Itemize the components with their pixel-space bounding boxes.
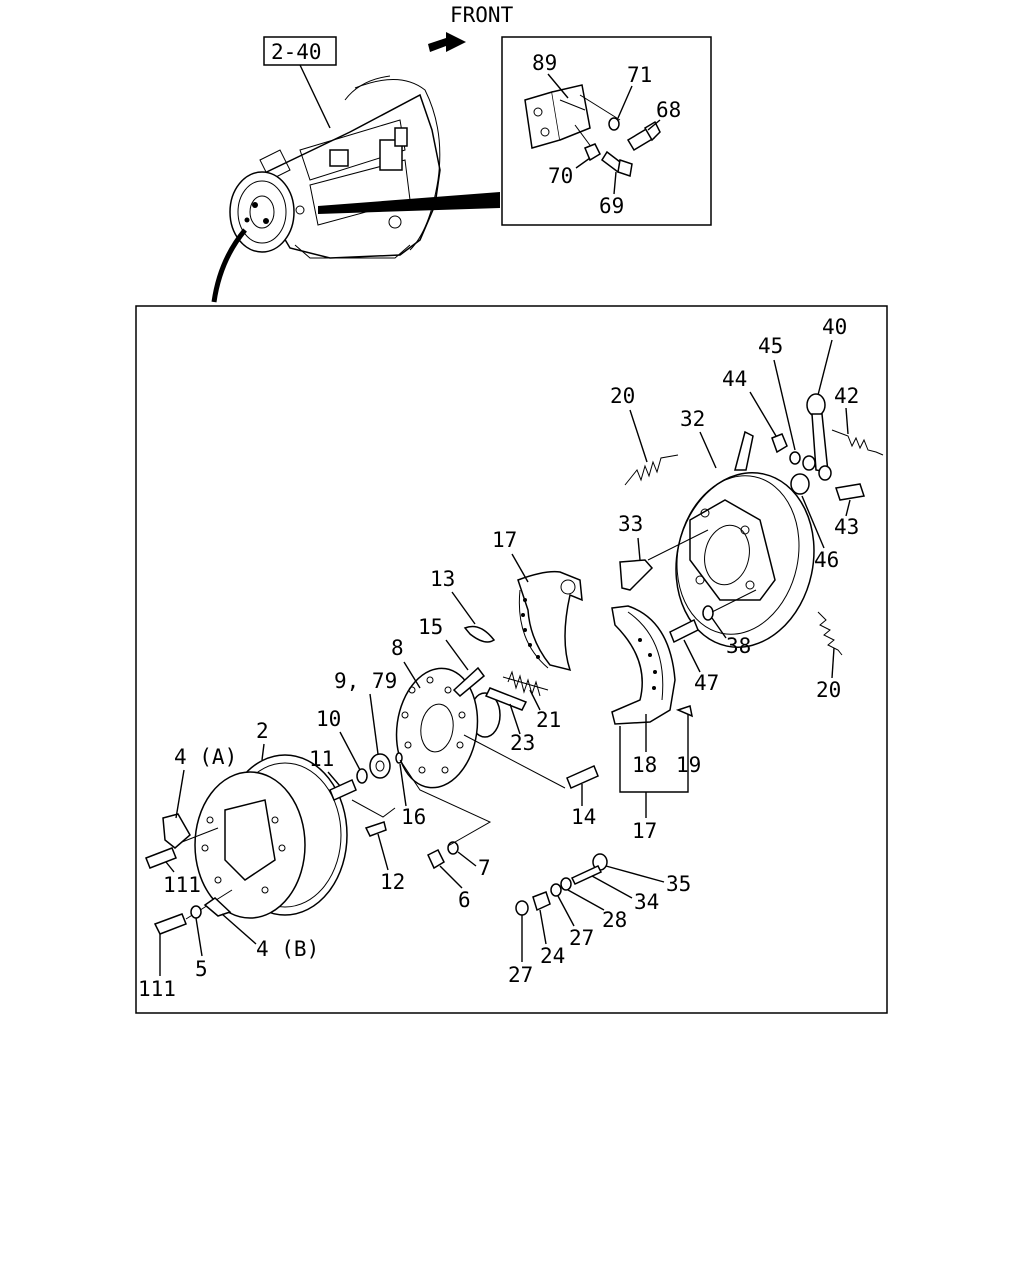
callout-17-upper: 17 — [492, 528, 517, 552]
rivet-19 — [675, 705, 694, 718]
callout-13: 13 — [430, 567, 455, 591]
washer-10 — [356, 768, 368, 784]
brake-shoe-lower — [611, 605, 676, 725]
bolt-47 — [669, 618, 699, 644]
nut-6 — [427, 848, 445, 870]
plate-4b — [203, 897, 232, 917]
callout-4a: 4 (A) — [174, 745, 237, 769]
washer-46 — [790, 473, 810, 495]
spring-42 — [831, 429, 884, 456]
callout-46: 46 — [814, 548, 839, 572]
bolt-14 — [566, 764, 599, 790]
callout-42: 42 — [834, 384, 859, 408]
callout-34: 34 — [634, 890, 659, 914]
washer-9-79 — [369, 753, 391, 779]
washer-7 — [447, 841, 459, 855]
callout-70: 70 — [548, 164, 573, 188]
callout-40: 40 — [822, 315, 847, 339]
washer-27-lower — [515, 900, 529, 916]
nut-70 — [584, 143, 601, 162]
callout-18: 18 — [632, 753, 657, 777]
callout-23: 23 — [510, 731, 535, 755]
callout-89: 89 — [532, 51, 557, 75]
brake-shoe-upper — [517, 570, 583, 672]
washer-28 — [560, 877, 572, 891]
spring-20-lower — [817, 611, 843, 656]
plate-4a — [162, 813, 191, 849]
callout-111-upper: 111 — [163, 873, 201, 897]
callout-33: 33 — [618, 512, 643, 536]
bolt-69 — [600, 150, 633, 177]
callout-2: 2 — [256, 719, 269, 743]
front-label: FRONT — [450, 3, 514, 27]
callout-20-upper: 20 — [610, 384, 635, 408]
bolt-15 — [452, 666, 486, 698]
callout-7: 7 — [478, 856, 491, 880]
bolt-68 — [626, 120, 661, 152]
callout-14: 14 — [571, 805, 596, 829]
callout-38: 38 — [726, 634, 751, 658]
callout-9-79: 9, 79 — [334, 669, 397, 693]
callout-71: 71 — [627, 63, 652, 87]
washer-38 — [702, 605, 714, 621]
bushing-24 — [532, 891, 551, 912]
callout-10: 10 — [316, 707, 341, 731]
callout-69: 69 — [599, 194, 624, 218]
spring-21 — [502, 670, 549, 697]
washer-45 — [789, 451, 801, 465]
spring-20-upper — [624, 454, 679, 486]
callout-11: 11 — [309, 747, 334, 771]
reference-box — [263, 36, 337, 66]
bolt-23 — [484, 687, 528, 711]
callout-111-lower: 111 — [138, 977, 176, 1001]
bolt-12 — [364, 821, 387, 837]
callout-8: 8 — [391, 636, 404, 660]
backing-plate — [675, 430, 815, 648]
callout-15: 15 — [418, 615, 443, 639]
callout-27-lower: 27 — [508, 963, 533, 987]
reference-label: 2-40 — [271, 40, 322, 64]
callout-43: 43 — [834, 515, 859, 539]
washer-5 — [190, 905, 202, 919]
pin-34 — [570, 865, 603, 885]
callout-24: 24 — [540, 944, 565, 968]
hub-flange — [395, 667, 501, 789]
callout-35: 35 — [666, 872, 691, 896]
nut-44 — [771, 433, 788, 454]
callout-4b: 4 (B) — [256, 937, 319, 961]
washer-71 — [608, 117, 620, 131]
pin-33 — [619, 559, 654, 591]
transmission-illustration — [229, 75, 441, 259]
callout-27-upper: 27 — [569, 926, 594, 950]
washer-45b — [802, 455, 816, 471]
callout-21: 21 — [536, 708, 561, 732]
callout-20-lower: 20 — [816, 678, 841, 702]
bolt-111-lower — [153, 913, 187, 935]
bolt-11 — [329, 778, 357, 802]
callout-32: 32 — [680, 407, 705, 431]
brake-drum — [194, 754, 348, 919]
callout-47: 47 — [694, 671, 719, 695]
callout-45: 45 — [758, 334, 783, 358]
link-13 — [463, 625, 496, 643]
mount-bracket — [524, 84, 591, 149]
front-arrow-icon — [428, 32, 466, 52]
main-diagram-box — [135, 305, 888, 1014]
callout-44: 44 — [722, 367, 747, 391]
callout-68: 68 — [656, 98, 681, 122]
lever-40 — [806, 393, 832, 481]
bolt-43 — [835, 483, 865, 501]
bolt-111-upper — [145, 847, 177, 869]
callout-12: 12 — [380, 870, 405, 894]
callout-6: 6 — [458, 888, 471, 912]
washer-27-upper — [550, 883, 562, 897]
callout-16: 16 — [401, 805, 426, 829]
callout-28: 28 — [602, 908, 627, 932]
callout-17-lower: 17 — [632, 819, 657, 843]
callout-5: 5 — [195, 957, 208, 981]
